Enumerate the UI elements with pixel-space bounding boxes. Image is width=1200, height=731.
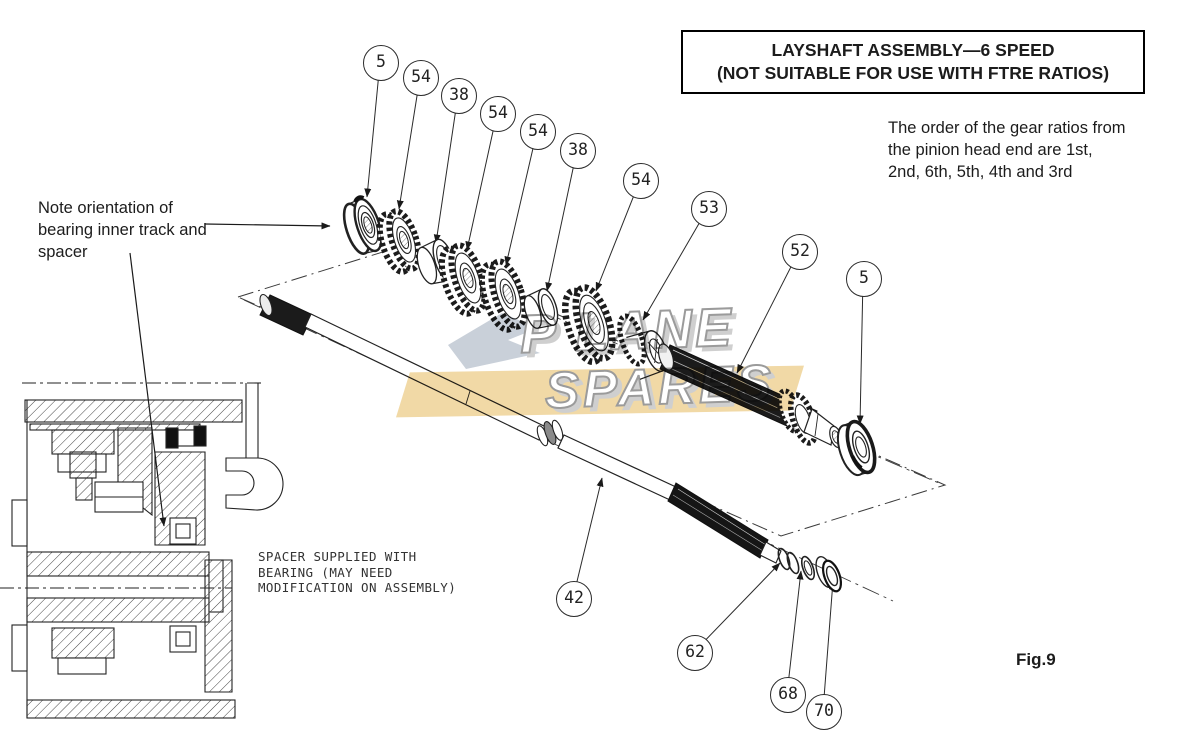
callout-54-1: 54 [403, 60, 439, 96]
bearing-left [342, 195, 383, 255]
callout-68: 68 [770, 677, 806, 713]
callout-54-3: 54 [520, 114, 556, 150]
callout-52: 52 [782, 234, 818, 270]
title-line1: LAYSHAFT ASSEMBLY—6 SPEED [771, 40, 1055, 60]
callout-38-1: 38 [441, 78, 477, 114]
washer-68 [800, 555, 816, 581]
note-arrows [129, 222, 331, 527]
layshaft-52 [657, 343, 843, 449]
bearing-right [836, 419, 877, 477]
orientation-note: Note orientation of bearing inner track … [38, 199, 207, 261]
seal-70 [815, 556, 843, 593]
gear-order-note: The order of the gear ratios from the pi… [888, 119, 1126, 181]
callout-5-left: 5 [363, 45, 399, 81]
callout-54-2: 54 [480, 96, 516, 132]
washer-62 [777, 547, 800, 575]
callout-42: 42 [556, 581, 592, 617]
title-box: LAYSHAFT ASSEMBLY—6 SPEED (NOT SUITABLE … [681, 30, 1145, 94]
callout-leaders [364, 61, 864, 712]
gear-54-big [562, 284, 616, 366]
callout-70: 70 [806, 694, 842, 730]
gearbox-cross-section [0, 382, 284, 719]
callout-38-2: 38 [560, 133, 596, 169]
assembly-envelope [236, 225, 947, 602]
hub-53 [617, 313, 669, 380]
spacer-38-b [523, 288, 559, 329]
callout-53: 53 [691, 191, 727, 227]
gear-54-a [376, 208, 422, 275]
gear-54-c [478, 258, 528, 333]
title-line2: (NOT SUITABLE FOR USE WITH FTRE RATIOS) [716, 62, 1110, 83]
spacer-note: SPACER SUPPLIED WITH BEARING (MAY NEED M… [258, 549, 457, 596]
callout-62: 62 [677, 635, 713, 671]
callout-54-4: 54 [623, 163, 659, 199]
figure-label: Fig.9 [1016, 650, 1056, 669]
callout-5-right: 5 [846, 261, 882, 297]
